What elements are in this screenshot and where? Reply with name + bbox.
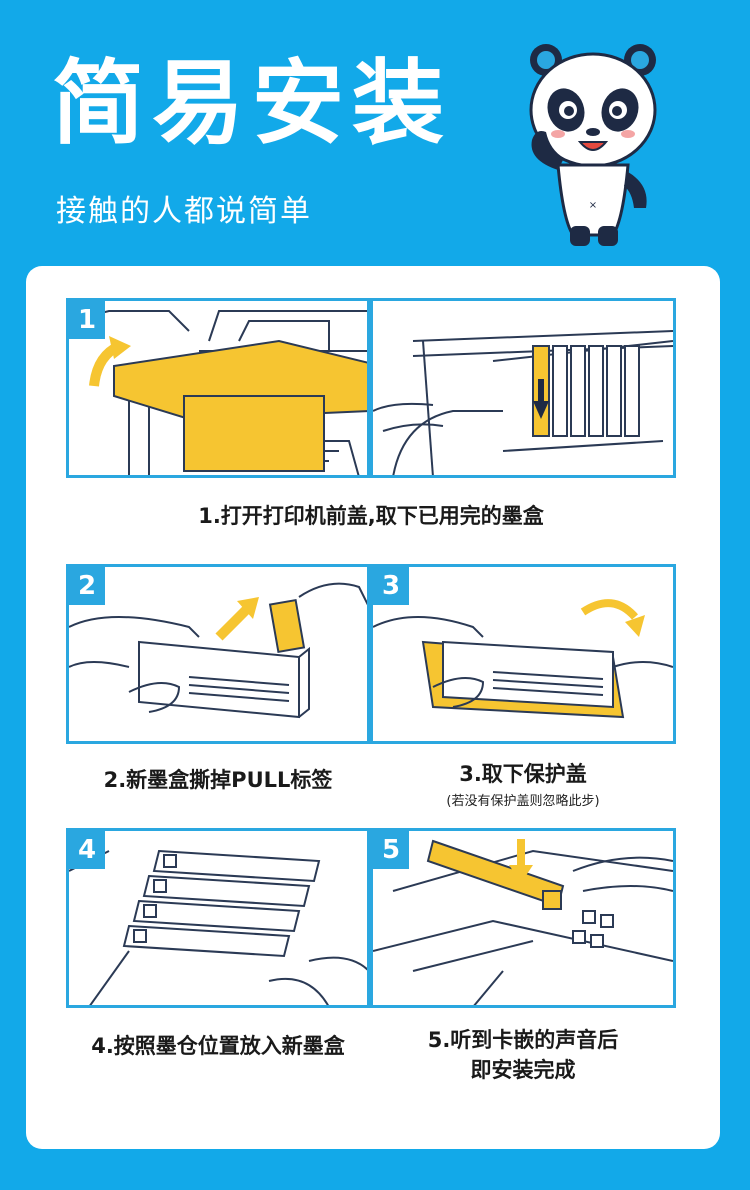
step-4-caption: 4.按照墨仓位置放入新墨盒 [91, 1034, 345, 1058]
peel-pull-label-illustration [69, 582, 367, 719]
printer-open-cover-illustration [69, 310, 367, 475]
step-number-2: 2 [69, 567, 105, 605]
panda-mascot-icon: × [529, 44, 657, 246]
step-5-panel: 5 [370, 828, 676, 1008]
step-3-note: (若没有保护盖则忽略此步) [446, 794, 600, 809]
svg-text:×: × [589, 200, 597, 211]
step-number-5: 5 [373, 831, 409, 869]
step-5-caption-line-2: 即安装完成 [470, 1058, 576, 1082]
step-number-4: 4 [69, 831, 105, 869]
step-1-panel-a: 1 [66, 298, 370, 478]
step-3-caption: 3.取下保护盖 [459, 762, 587, 786]
step-1-panel-b [370, 298, 676, 478]
step-2-caption: 2.新墨盒撕掉PULL标签 [103, 768, 333, 792]
step-1-caption: 1.打开打印机前盖,取下已用完的墨盒 [198, 504, 544, 528]
step-3-panel: 3 [370, 564, 676, 744]
page-title: 简易安装 [52, 50, 453, 157]
insert-new-cartridge-illustration [69, 849, 367, 1005]
instruction-card: 1 [26, 266, 720, 1149]
cartridge-click-into-place-illustration [373, 839, 673, 1005]
step-number-1: 1 [69, 301, 105, 339]
step-5-caption-line-1: 5.听到卡嵌的声音后 [427, 1028, 619, 1052]
step-2-panel: 2 [66, 564, 370, 744]
step-4-panel: 4 [66, 828, 370, 1008]
step-number-3: 3 [373, 567, 409, 605]
remove-cartridge-illustration [373, 330, 673, 475]
remove-protective-cap-illustration [373, 599, 673, 719]
page-subtitle: 接触的人都说简单 [56, 194, 312, 229]
